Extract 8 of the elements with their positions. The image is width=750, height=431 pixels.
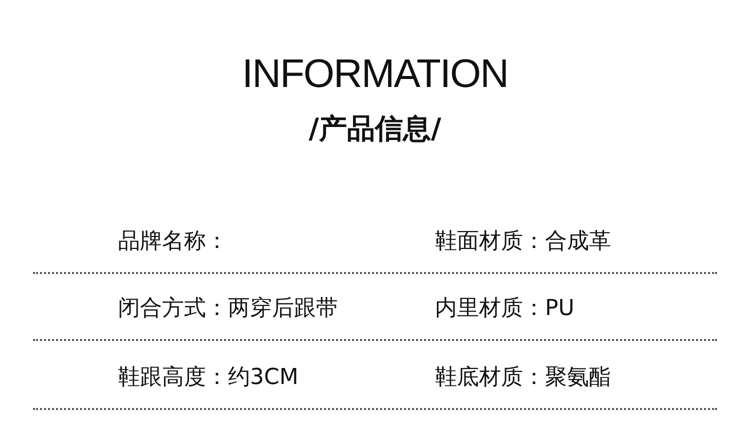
table-cell-text: 鞋跟高度：约3CM bbox=[118, 364, 298, 392]
heading: INFORMATION bbox=[240, 52, 509, 97]
subheading: /产品信息/ bbox=[308, 111, 442, 147]
table-cell-text: 内里材质：PU bbox=[435, 295, 574, 323]
table-cell-text: 鞋面材质：合成革 bbox=[435, 228, 611, 256]
table-cell-text: 品牌名称： bbox=[118, 228, 228, 256]
table-cell-text: 鞋底材质：聚氨酯 bbox=[435, 364, 611, 392]
table-cell-text: 闭合方式：两穿后跟带 bbox=[118, 295, 338, 323]
